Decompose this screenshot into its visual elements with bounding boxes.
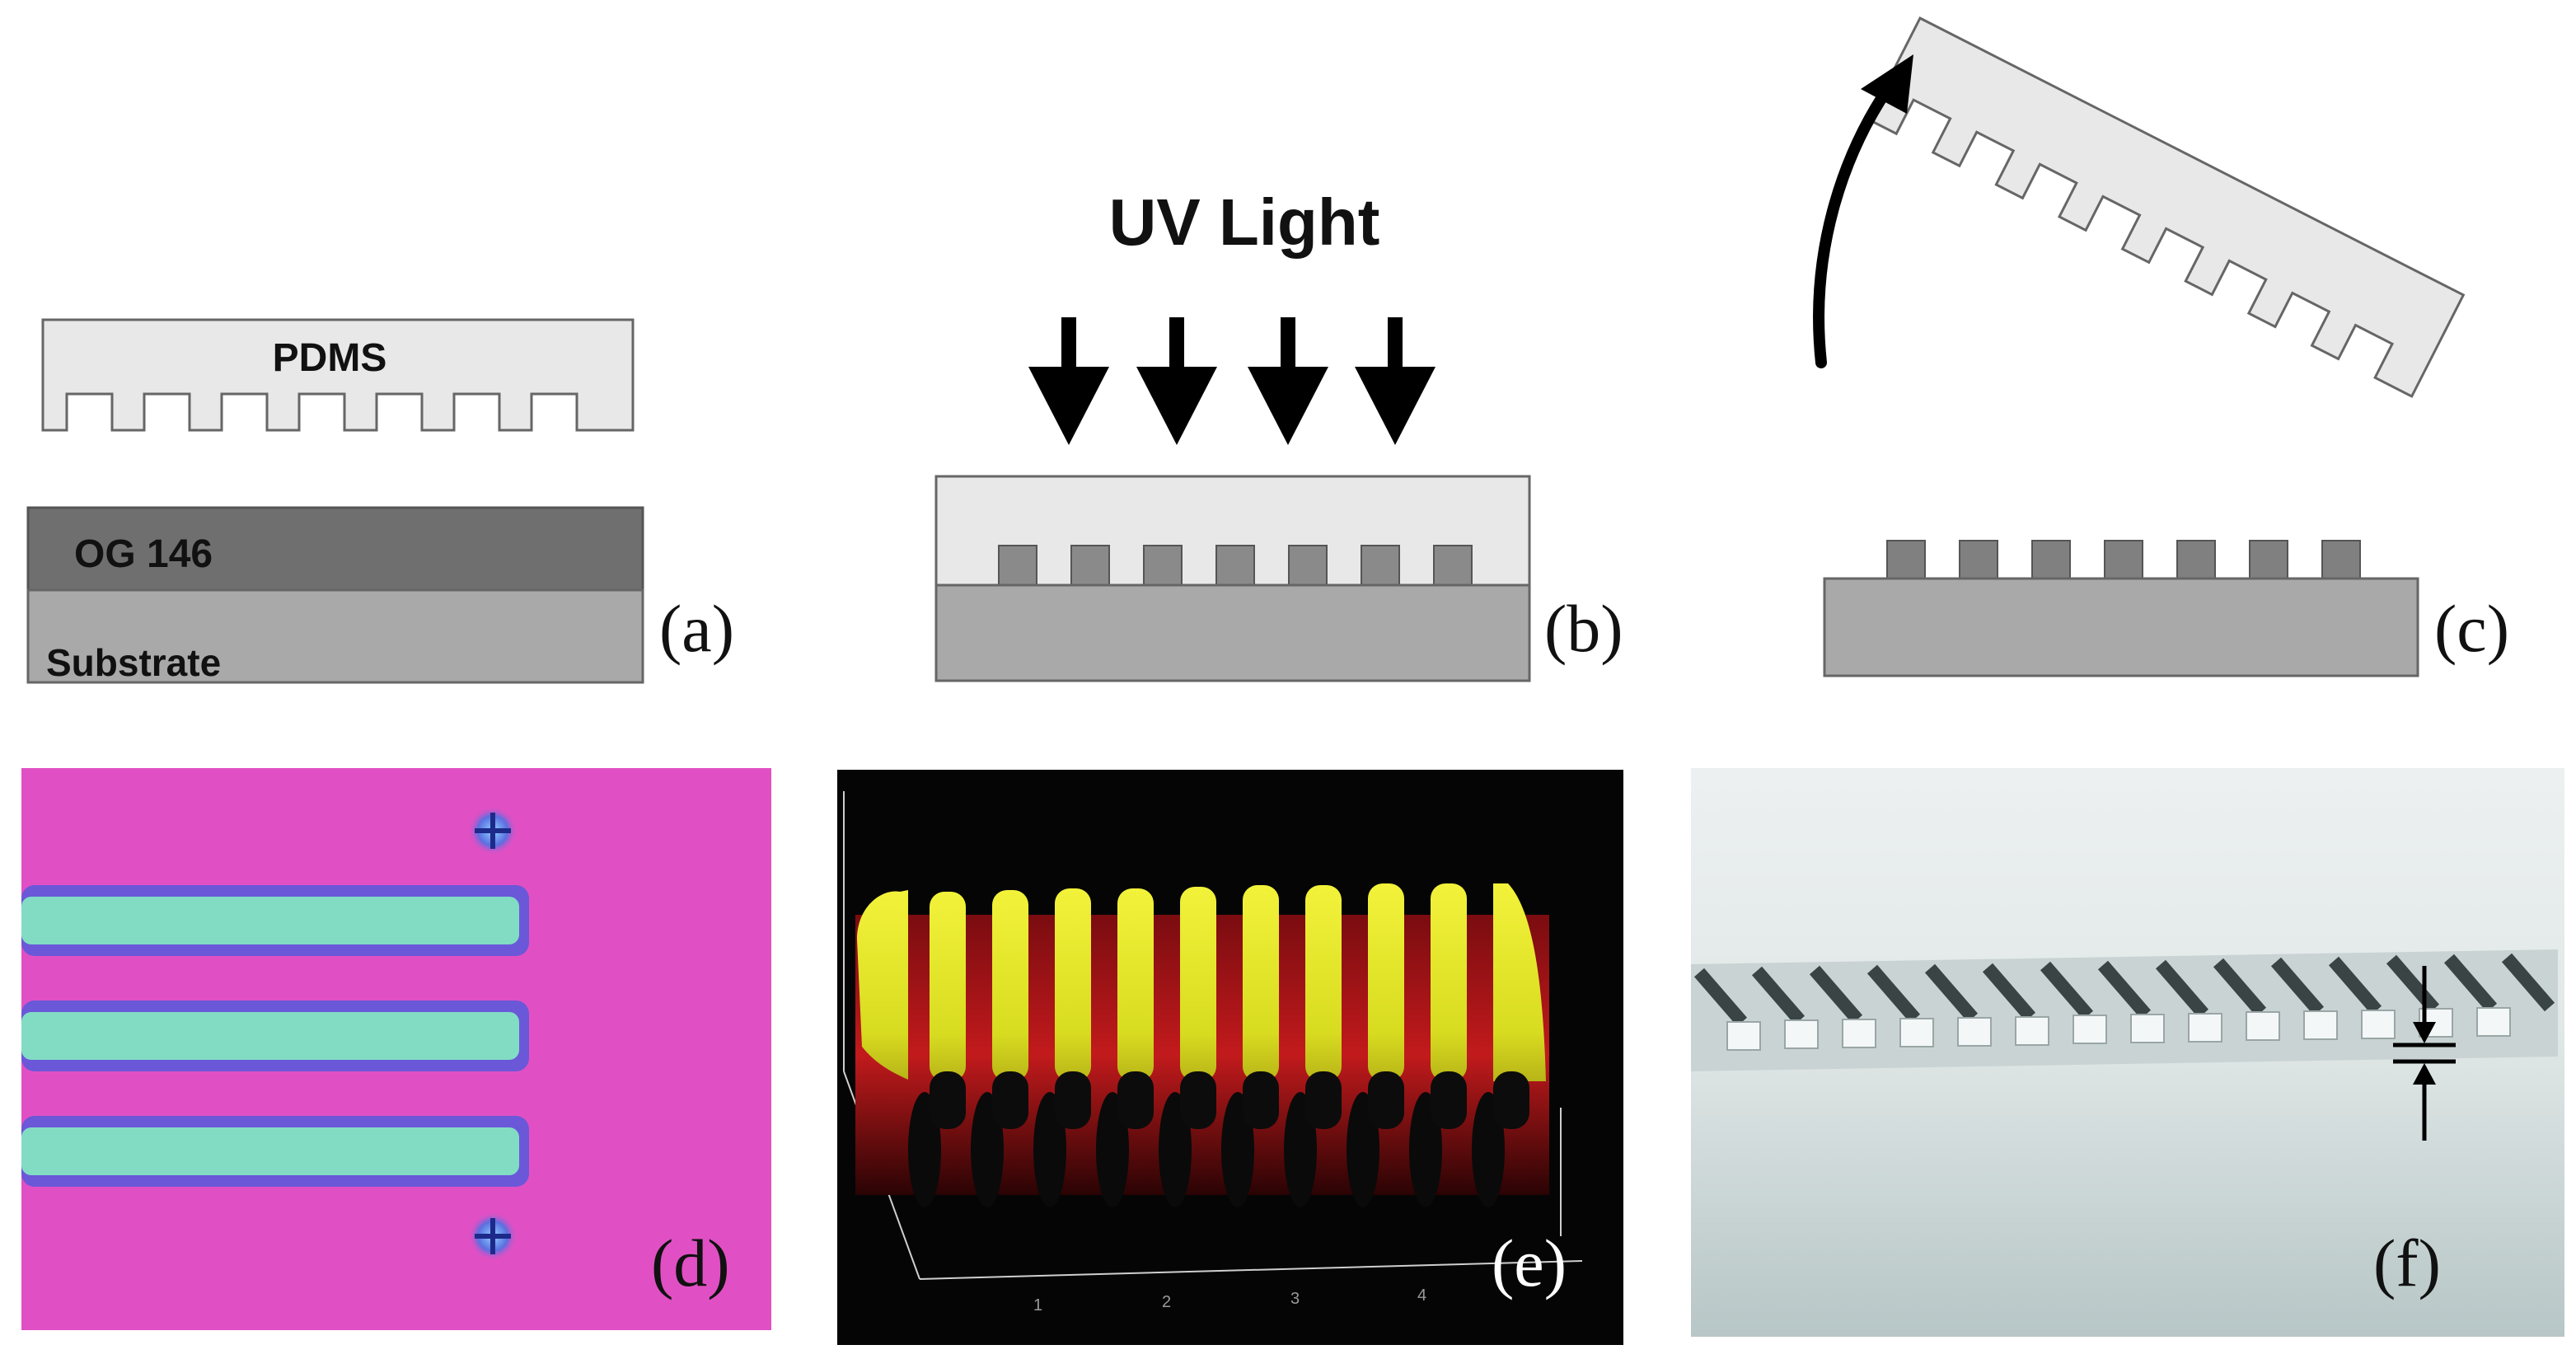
substrate-layer (26, 588, 644, 684)
afm-tick-1: 1 (1033, 1296, 1042, 1314)
panel-a: PDMS OG 146 Substrate (a) (26, 318, 734, 684)
grating-lines (1693, 953, 2555, 1027)
afm-axis-ticks: 1 2 3 4 (1033, 1286, 1426, 1314)
pdms-mold (41, 318, 635, 432)
uv-arrow-icon (1028, 317, 1109, 445)
afm-bases (930, 1071, 1529, 1129)
resist-label: OG 146 (74, 532, 213, 576)
height-marker-icon (2393, 966, 2456, 1141)
panel-d: (d) (21, 768, 771, 1330)
substrate-label: Substrate (46, 641, 221, 684)
substrate-c (1823, 577, 2419, 677)
line-stripes (21, 897, 519, 1175)
panel-b: UV Light (934, 185, 1623, 682)
afm-ridges (857, 883, 1546, 1081)
resist-layer (26, 506, 644, 592)
alignment-mark-icon (468, 1211, 518, 1261)
uv-arrow-icon (1136, 317, 1217, 445)
afm-tick-3: 3 (1290, 1290, 1300, 1308)
pdms-label: PDMS (273, 336, 387, 380)
panel-c-tag: (c) (2434, 591, 2509, 666)
panel-d-tag: (d) (651, 1225, 730, 1300)
panel-f: (f) (1691, 768, 2564, 1337)
imprinted-features (998, 545, 1473, 586)
afm-tick-2: 2 (1162, 1293, 1171, 1311)
peel-arrow-icon (1813, 54, 1913, 368)
uv-arrow-icon (1355, 317, 1436, 445)
lifted-mold (1866, 16, 2466, 398)
afm-troughs (908, 1092, 1505, 1207)
uv-light-title: UV Light (1109, 185, 1380, 259)
panel-f-tag: (f) (2373, 1225, 2441, 1300)
panel-e: 1 2 3 4 (e) (837, 770, 1623, 1345)
panel-e-tag: (e) (1492, 1225, 1567, 1300)
substrate-b (934, 583, 1531, 682)
panel-a-tag: (a) (659, 591, 734, 666)
uv-arrows (1028, 317, 1436, 445)
panel-b-tag: (b) (1544, 591, 1623, 666)
grating-ridges-front (1726, 1007, 2511, 1051)
patterned-features (1886, 540, 2361, 579)
panel-c: (c) (1813, 16, 2509, 677)
afm-tick-4: 4 (1417, 1286, 1426, 1305)
uv-arrow-icon (1248, 317, 1328, 445)
alignment-mark-icon (468, 806, 518, 855)
